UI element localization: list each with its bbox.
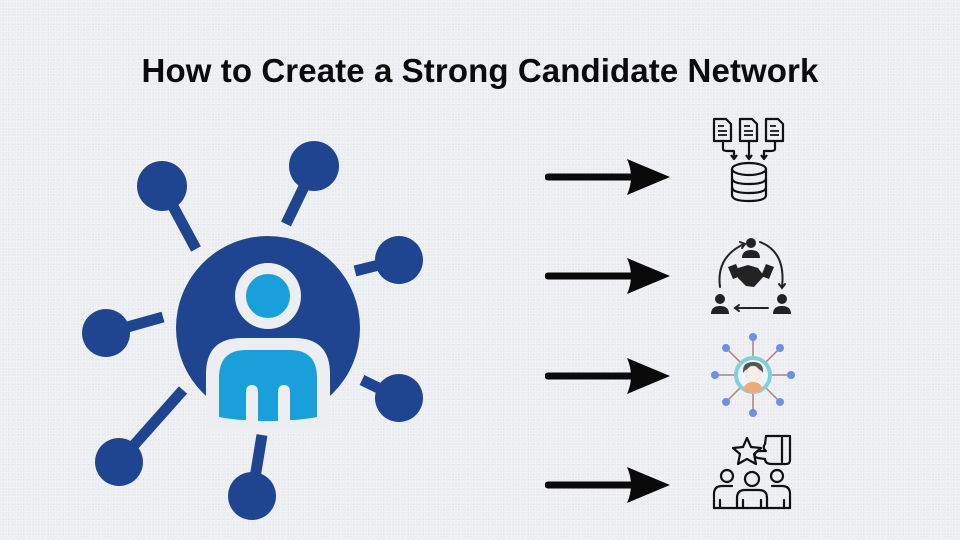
right-arrow-icon: [545, 467, 670, 503]
handshake-cycle-icon: [711, 238, 791, 314]
network-node-icon: [82, 309, 130, 357]
page-title: How to Create a Strong Candidate Network: [141, 52, 819, 89]
documents-to-database-icon: [712, 117, 785, 203]
network-node-icon: [95, 438, 143, 486]
person-body: [219, 350, 317, 421]
right-arrow-icon: [545, 358, 670, 394]
network-node-icon: [375, 374, 423, 422]
network-node-icon: [375, 236, 423, 284]
right-arrow-icon: [545, 159, 670, 195]
network-node-icon: [137, 161, 187, 211]
team-star-hand-icon: [712, 434, 792, 510]
network-node-icon: [289, 141, 339, 191]
right-arrow-icon: [545, 258, 670, 294]
talent-network-icon: [711, 333, 795, 417]
network-node-icon: [228, 472, 276, 520]
person-head: [246, 274, 290, 318]
